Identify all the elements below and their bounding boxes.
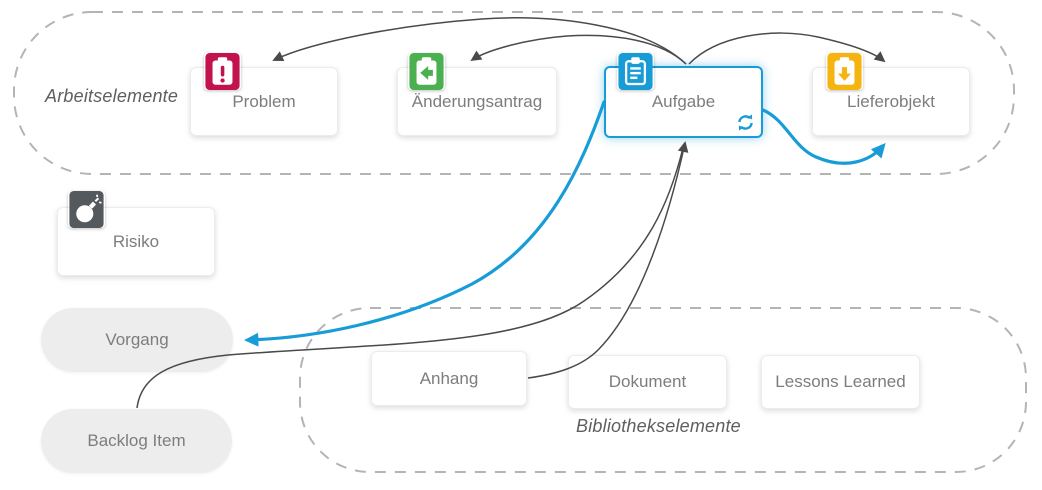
deliverable-icon xyxy=(826,53,863,90)
node-vorgang[interactable]: Vorgang xyxy=(41,308,233,372)
node-aufgabe-label: Aufgabe xyxy=(651,92,716,111)
risk-bomb-icon xyxy=(68,191,105,228)
node-anhang-label: Anhang xyxy=(419,368,479,388)
node-risiko-label: Risiko xyxy=(112,231,160,251)
group-label-bibliothekselemente: Bibliothekselemente xyxy=(576,416,741,436)
node-backlog-item[interactable]: Backlog Item xyxy=(41,409,232,473)
node-problem-label: Problem xyxy=(232,91,296,111)
problem-exclamation-icon xyxy=(204,53,241,90)
node-dokument[interactable]: Dokument xyxy=(568,355,727,409)
edge-anhang-to-aufgabe xyxy=(527,141,689,379)
node-aenderungsantrag-label: Änderungsantrag xyxy=(411,91,543,111)
change-request-icon xyxy=(408,53,445,90)
node-anhang[interactable]: Anhang xyxy=(371,351,527,406)
node-backlog-item-label: Backlog Item xyxy=(87,431,186,450)
edge-aufgabe-to-vorgang xyxy=(244,100,606,347)
node-lieferobjekt-label: Lieferobjekt xyxy=(847,91,935,111)
node-lessons-learned[interactable]: Lessons Learned xyxy=(761,355,920,409)
task-clipboard-icon xyxy=(617,53,654,90)
sync-icon[interactable] xyxy=(735,112,756,133)
group-label-arbeitselemente: Arbeitselemente xyxy=(45,86,179,106)
node-lessons-learned-label: Lessons Learned xyxy=(775,372,906,391)
node-vorgang-label: Vorgang xyxy=(105,330,169,349)
node-dokument-label: Dokument xyxy=(608,372,687,391)
